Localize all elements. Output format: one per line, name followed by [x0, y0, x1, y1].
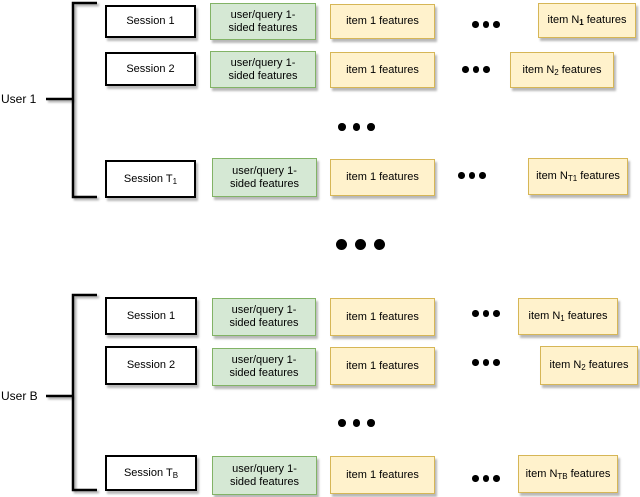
session-box: Session T1: [105, 160, 196, 198]
session-box: Session 1: [105, 5, 196, 38]
user-query-features-box: user/query 1-sided features: [212, 298, 316, 336]
session-label: Session 1: [126, 15, 175, 27]
item-first-features-label: item 1 features: [346, 310, 419, 323]
session-label: Session TB: [123, 466, 179, 480]
ellipsis-icon: [472, 359, 500, 366]
user-b-label: User B: [1, 389, 38, 403]
user-query-features-label: user/query 1-sided features: [228, 56, 298, 82]
item-first-features-box: item 1 features: [330, 52, 435, 88]
user-query-features-label: user/query 1-sided features: [229, 164, 300, 190]
session-label: Session 2: [126, 62, 175, 75]
user-query-features-box: user/query 1-sided features: [212, 158, 317, 197]
item-first-features-label: item 1 features: [346, 359, 419, 372]
item-first-features-label: item 1 features: [346, 468, 419, 481]
ellipsis-icon: [472, 475, 500, 482]
more-sessions-ellipsis-icon: [338, 419, 375, 427]
item-first-features-label: item 1 features: [346, 171, 419, 183]
ellipsis-icon: [472, 310, 500, 317]
user-query-features-box: user/query 1-sided features: [210, 51, 316, 88]
more-users-ellipsis-icon: [336, 239, 385, 250]
user-query-features-label: user/query 1-sided features: [229, 304, 299, 329]
ellipsis-icon: [462, 66, 490, 73]
user-query-features-label: user/query 1-sided features: [228, 8, 298, 34]
user-query-features-label: user/query 1-sided features: [229, 462, 300, 488]
session-label: Session 2: [126, 359, 176, 371]
more-sessions-ellipsis-icon: [338, 123, 375, 131]
item-first-features-box: item 1 features: [330, 347, 435, 385]
session-box: Session 2: [105, 52, 196, 86]
item-first-features-box: item 1 features: [330, 159, 435, 196]
item-first-features-label: item 1 features: [346, 15, 419, 27]
session-box: Session 1: [105, 297, 197, 335]
session-label: Session 1: [126, 309, 176, 322]
session-box: Session TB: [105, 455, 197, 491]
user-query-features-box: user/query 1-sided features: [212, 348, 316, 386]
user-1-bracket: [46, 1, 97, 199]
user-query-features-box: user/query 1-sided features: [210, 3, 316, 40]
session-box: Session 2: [105, 346, 197, 385]
ellipsis-icon: [458, 172, 486, 179]
user-1-label: User 1: [1, 92, 37, 106]
item-first-features-box: item 1 features: [330, 298, 435, 336]
user-query-features-label: user/query 1-sided features: [229, 354, 299, 379]
user-b-bracket: [46, 293, 97, 492]
item-first-features-box: item 1 features: [330, 456, 435, 494]
item-first-features-label: item 1 features: [346, 63, 419, 76]
ellipsis-icon: [472, 21, 500, 28]
user-query-features-box: user/query 1-sided features: [212, 456, 317, 495]
item-first-features-box: item 1 features: [330, 4, 435, 39]
session-label: Session T1: [123, 172, 178, 186]
